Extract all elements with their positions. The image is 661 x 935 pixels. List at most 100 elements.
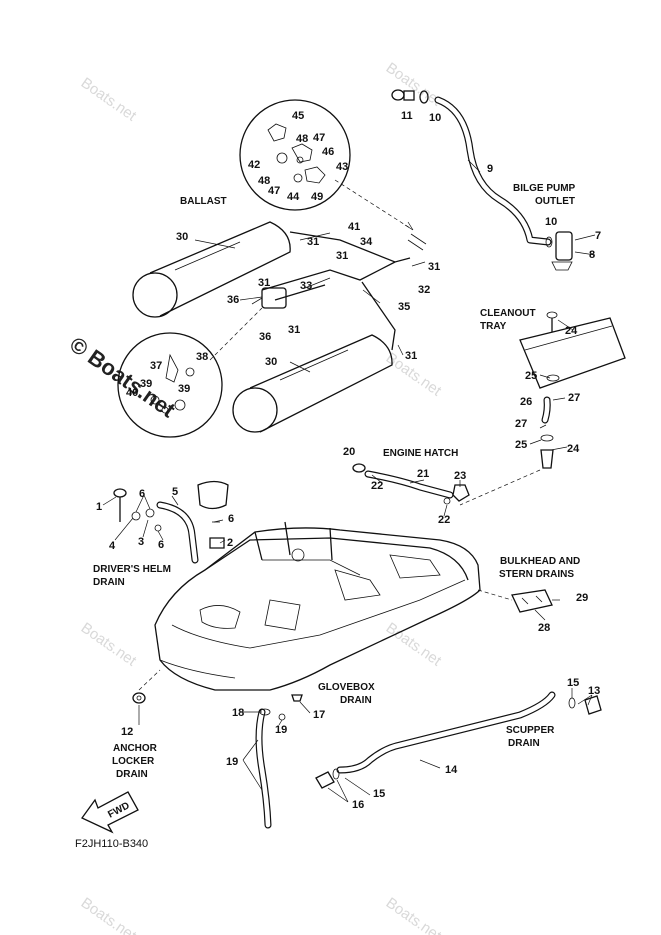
glovebox-label: GLOVEBOX bbox=[318, 682, 375, 693]
part-number: 15 bbox=[373, 788, 385, 800]
part-number: 31 bbox=[428, 261, 440, 273]
part-number: 45 bbox=[292, 110, 304, 122]
part-number: 4 bbox=[109, 540, 116, 552]
bilge-pump-outlet-label-2: OUTLET bbox=[535, 196, 575, 207]
part-number: 25 bbox=[525, 370, 537, 382]
boat-hull bbox=[154, 521, 481, 691]
copyright-watermark: © Boats.net bbox=[65, 332, 180, 423]
part-number: 48 bbox=[296, 133, 308, 145]
part-number: 41 bbox=[348, 221, 360, 233]
part-number: 13 bbox=[588, 685, 600, 697]
part-number: 31 bbox=[336, 250, 348, 262]
part-number: 17 bbox=[313, 709, 325, 721]
part-number: 46 bbox=[322, 146, 334, 158]
part-number: 47 bbox=[313, 132, 325, 144]
part-number: 24 bbox=[565, 325, 578, 337]
part-number: 42 bbox=[248, 159, 260, 171]
part-number: 36 bbox=[259, 331, 271, 343]
part-number: 35 bbox=[398, 301, 410, 313]
part-number: 24 bbox=[567, 443, 580, 455]
detail-circle-ballast-fittings bbox=[117, 307, 263, 438]
section-labels: BALLAST BILGE PUMP OUTLET CLEANOUT TRAY … bbox=[75, 183, 580, 850]
part-number: 33 bbox=[300, 280, 312, 292]
part-number: 37 bbox=[150, 360, 162, 372]
part-number: 2 bbox=[227, 537, 233, 549]
part-number: 6 bbox=[228, 513, 234, 525]
part-number: 22 bbox=[438, 514, 450, 526]
watermark: Boats.net bbox=[383, 619, 445, 670]
part-number: 30 bbox=[265, 356, 277, 368]
engine-hatch-drain bbox=[352, 463, 470, 505]
drivers-helm-label-2: DRAIN bbox=[93, 577, 125, 588]
ballast-bag-lower bbox=[232, 334, 393, 433]
cleanout-tray-label: CLEANOUT bbox=[480, 308, 536, 319]
watermark: Boats.net bbox=[383, 894, 445, 935]
part-number: 23 bbox=[454, 470, 466, 482]
part-number: 29 bbox=[576, 592, 588, 604]
part-number: 40 bbox=[126, 387, 138, 399]
ballast-bag-upper bbox=[132, 221, 291, 318]
fwd-arrow-icon: FWD bbox=[81, 791, 139, 834]
scupper-label: SCUPPER bbox=[506, 725, 555, 736]
part-number: 19 bbox=[275, 724, 287, 736]
part-number: 8 bbox=[589, 249, 595, 261]
scupper-drain bbox=[315, 691, 602, 789]
part-number: 14 bbox=[445, 764, 458, 776]
diagram-reference: F2JH110-B340 bbox=[75, 838, 148, 850]
part-number: 39 bbox=[178, 383, 190, 395]
part-number: 7 bbox=[595, 230, 601, 242]
part-number: 16 bbox=[352, 799, 364, 811]
scupper-label-2: DRAIN bbox=[508, 738, 540, 749]
bilge-pump-outlet-label: BILGE PUMP bbox=[513, 183, 576, 194]
leader-lines bbox=[102, 159, 596, 803]
ballast-hoses bbox=[261, 231, 427, 351]
glovebox-label-2: DRAIN bbox=[340, 695, 372, 706]
part-number: 10 bbox=[545, 216, 557, 228]
part-number: 1 bbox=[96, 501, 102, 513]
part-number: 6 bbox=[139, 488, 145, 500]
detail-circle-fittings bbox=[239, 99, 414, 231]
part-number: 30 bbox=[176, 231, 188, 243]
anchor-label-3: DRAIN bbox=[116, 769, 148, 780]
watermark: Boats.net bbox=[78, 619, 140, 670]
part-number: 31 bbox=[307, 236, 319, 248]
part-number: 47 bbox=[268, 185, 280, 197]
part-number: 31 bbox=[288, 324, 300, 336]
part-number: 3 bbox=[138, 536, 144, 548]
part-number: 5 bbox=[172, 486, 178, 498]
part-number: 49 bbox=[311, 191, 323, 203]
drivers-helm-label: DRIVER'S HELM bbox=[93, 564, 171, 575]
anchor-locker-drain bbox=[132, 669, 161, 704]
part-number: 25 bbox=[515, 439, 527, 451]
part-number: 43 bbox=[336, 161, 348, 173]
bilge-pump-outlet-hose bbox=[391, 89, 573, 271]
glovebox-drain bbox=[255, 694, 303, 829]
ballast-label: BALLAST bbox=[180, 196, 227, 207]
part-number: 6 bbox=[158, 539, 164, 551]
watermark-layer: Boats.net Boats.net Boats.net Boats.net … bbox=[78, 59, 445, 935]
part-number: 36 bbox=[227, 294, 239, 306]
bulkhead-label-2: STERN DRAINS bbox=[499, 569, 574, 580]
part-number: 21 bbox=[417, 468, 429, 480]
bulkhead-label: BULKHEAD AND bbox=[500, 556, 580, 567]
watermark: Boats.net bbox=[78, 74, 140, 125]
cleanout-tray bbox=[459, 311, 626, 506]
cleanout-tray-label-2: TRAY bbox=[480, 321, 507, 332]
part-number: 34 bbox=[360, 236, 373, 248]
anchor-label-2: LOCKER bbox=[112, 756, 155, 767]
engine-hatch-label: ENGINE HATCH bbox=[383, 448, 458, 459]
anchor-label: ANCHOR bbox=[113, 743, 158, 754]
part-number: 19 bbox=[226, 756, 238, 768]
fwd-label: FWD bbox=[106, 800, 131, 820]
part-number: 18 bbox=[232, 707, 244, 719]
part-number: 28 bbox=[538, 622, 550, 634]
part-number: 39 bbox=[140, 378, 152, 390]
part-number: 20 bbox=[343, 446, 355, 458]
part-number: 12 bbox=[121, 726, 133, 738]
part-number: 11 bbox=[401, 110, 413, 122]
watermark: Boats.net bbox=[78, 894, 140, 935]
part-number: 15 bbox=[567, 677, 579, 689]
part-number: 22 bbox=[371, 480, 383, 492]
bulkhead-stern-drain bbox=[477, 589, 553, 613]
